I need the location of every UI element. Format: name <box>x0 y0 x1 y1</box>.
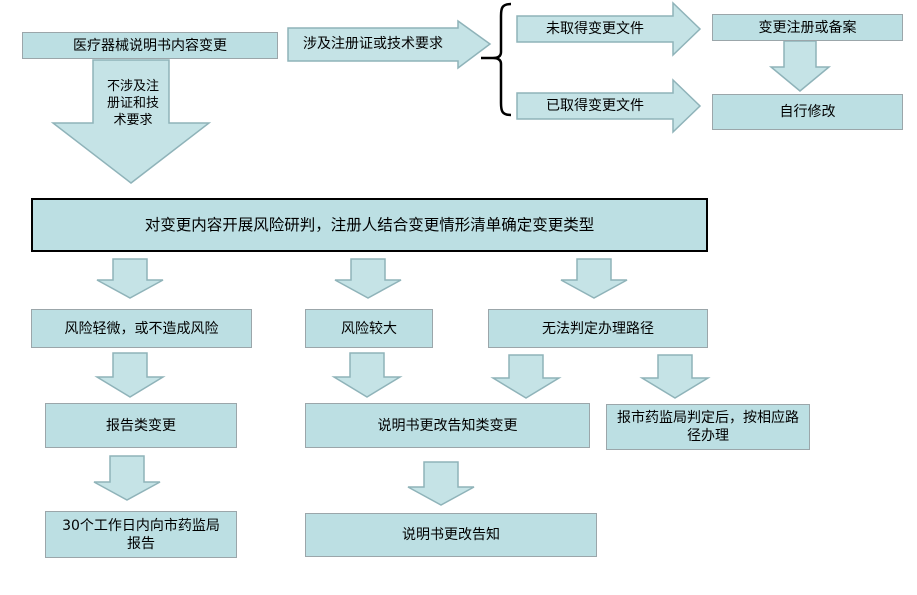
node-report-30days-label: 30个工作日内向市药监局 报告 <box>62 517 220 552</box>
arrow-down-big-icon <box>50 59 212 184</box>
node-report-change: 报告类变更 <box>45 403 237 448</box>
node-report-change-label: 报告类变更 <box>106 417 176 434</box>
node-report-30days: 30个工作日内向市药监局 报告 <box>45 511 237 558</box>
node-self-modify-label: 自行修改 <box>779 104 836 120</box>
node-change-notice: 说明书更改告知 <box>305 513 597 557</box>
node-bureau-determine: 报市药监局判定后，按相应路 径办理 <box>606 404 810 450</box>
node-risk-minor: 风险轻微，或不造成风险 <box>31 309 252 348</box>
node-notice-change: 说明书更改告知类变更 <box>305 403 590 448</box>
arrow-down-minor-icon <box>96 258 164 299</box>
arrow-down-reg-icon <box>768 40 832 92</box>
node-change-notice-label: 说明书更改告知 <box>402 527 500 543</box>
node-risk-undetermined: 无法判定办理路径 <box>488 309 708 348</box>
arrow-down-undetermined-right-icon <box>639 354 711 399</box>
node-risk-minor-label: 风险轻微，或不造成风险 <box>64 320 219 337</box>
arrow-down-to-notice-change-icon <box>331 352 403 398</box>
arrow-down-to-30days-icon <box>93 455 161 501</box>
node-bureau-determine-label: 报市药监局判定后，按相应路 径办理 <box>617 410 799 444</box>
node-risk-major-label: 风险较大 <box>341 320 397 337</box>
node-risk-assessment-label: 对变更内容开展风险研判，注册人结合变更情形清单确定变更类型 <box>144 216 595 234</box>
arrow-right-has-file-icon <box>516 78 702 134</box>
node-risk-undetermined-label: 无法判定办理路径 <box>542 320 654 337</box>
arrow-down-to-report-icon <box>94 352 166 398</box>
node-notice-change-label: 说明书更改告知类变更 <box>377 417 518 434</box>
arrow-down-undetermined-left-icon <box>490 354 562 399</box>
arrow-right-involves-icon <box>287 19 492 70</box>
node-start-label: 医疗器械说明书内容变更 <box>73 37 227 54</box>
arrow-down-undetermined-icon <box>560 258 628 299</box>
node-self-modify: 自行修改 <box>712 94 903 130</box>
node-risk-assessment: 对变更内容开展风险研判，注册人结合变更情形清单确定变更类型 <box>31 198 708 252</box>
arrow-right-no-file-icon <box>516 1 702 57</box>
node-change-registration: 变更注册或备案 <box>712 14 903 41</box>
node-start: 医疗器械说明书内容变更 <box>22 32 278 59</box>
node-change-registration-label: 变更注册或备案 <box>758 19 857 36</box>
arrow-down-major-icon <box>334 258 402 299</box>
node-risk-major: 风险较大 <box>305 309 433 348</box>
arrow-down-to-change-notice-icon <box>407 461 475 506</box>
brace-icon <box>481 2 512 117</box>
